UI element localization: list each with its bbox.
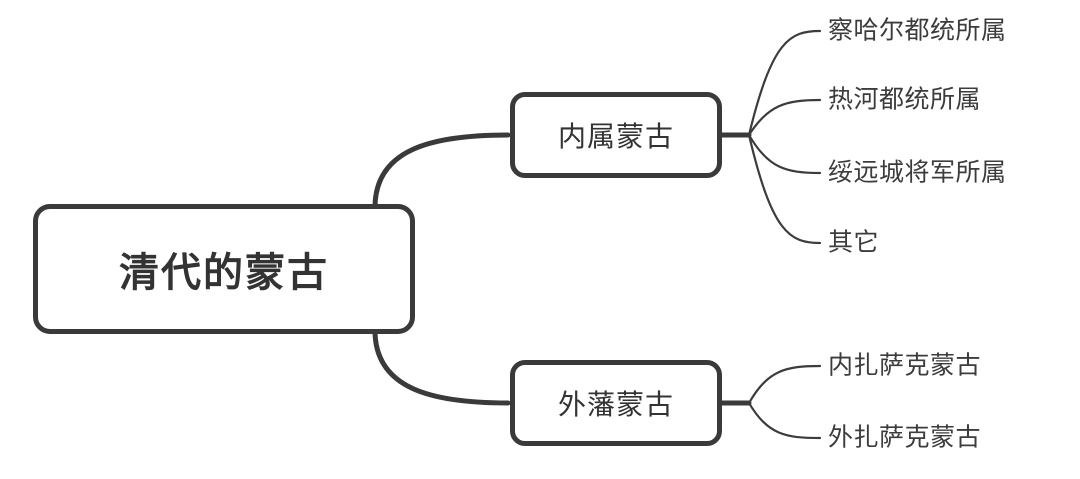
connector-root-to-inner	[372, 132, 511, 209]
leaf-label-inner-4[interactable]: 其它	[828, 228, 880, 257]
leaf-label-inner-2[interactable]: 热河都统所属	[828, 85, 982, 114]
branch-node-inner[interactable]: 内属蒙古	[510, 92, 722, 178]
connector-inner-leaf-2	[747, 98, 822, 137]
connector-outer-leaf-1	[747, 364, 822, 405]
leaf-label-outer-1[interactable]: 内扎萨克蒙古	[828, 351, 982, 380]
connector-inner-leaf-1	[747, 29, 822, 137]
root-node-label: 清代的蒙古	[119, 251, 329, 295]
leaf-label-inner-3[interactable]: 绥远城将军所属	[828, 158, 1007, 187]
root-node[interactable]: 清代的蒙古	[33, 204, 415, 334]
branch-node-outer[interactable]: 外藩蒙古	[510, 360, 722, 446]
branch-node-inner-label: 内属蒙古	[557, 121, 674, 152]
connector-root-to-outer	[372, 329, 511, 406]
branch-node-outer-label: 外藩蒙古	[557, 389, 674, 420]
leaf-label-outer-2[interactable]: 外扎萨克蒙古	[828, 423, 982, 452]
leaf-label-inner-1[interactable]: 察哈尔都统所属	[828, 16, 1007, 45]
connector-inner-leaf-4	[747, 133, 822, 245]
connector-outer-leaf-2	[747, 401, 822, 440]
connector-inner-leaf-3	[747, 133, 822, 175]
